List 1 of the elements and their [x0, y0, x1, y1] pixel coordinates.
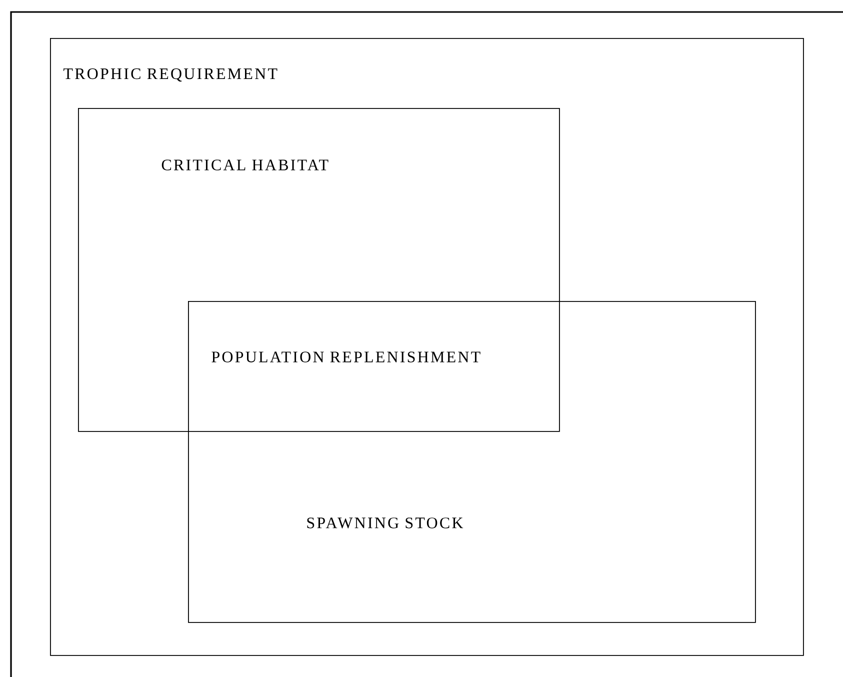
- region-label: POPULATION REPLENISHMENT: [212, 352, 480, 362]
